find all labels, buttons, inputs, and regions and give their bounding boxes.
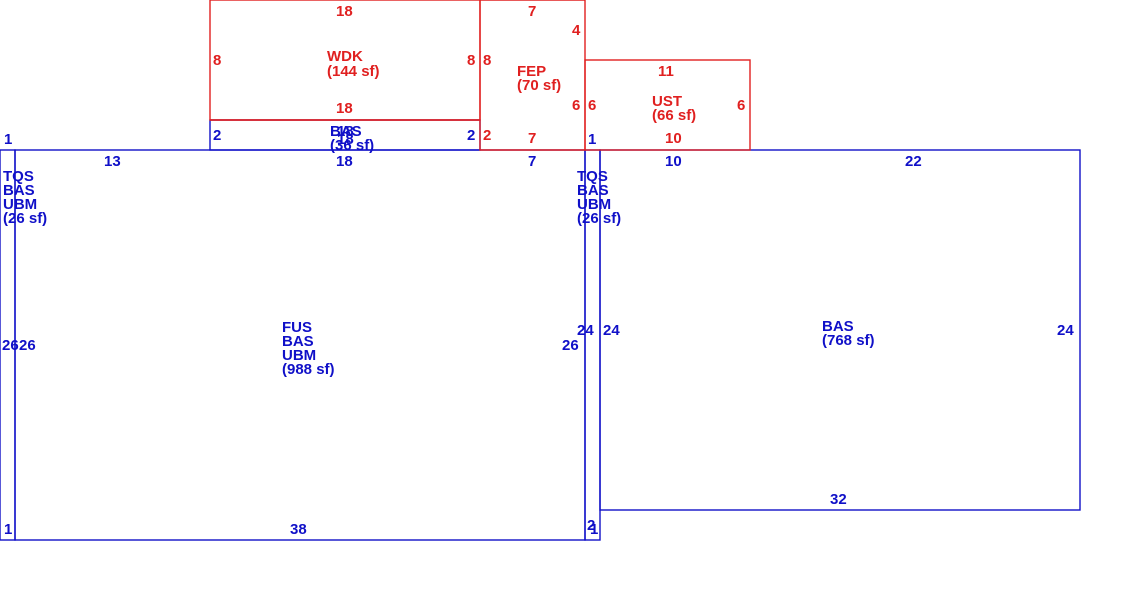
middle-strip-area: (26 sf)	[577, 210, 621, 227]
ust-code: UST	[652, 93, 682, 110]
middle-strip-code-1: TQS	[577, 168, 608, 185]
wdk-dim-bottom: 18	[336, 100, 353, 117]
fep-dim-left: 8	[483, 52, 491, 69]
wdk-code: WDK	[327, 48, 363, 65]
small-bas-dim-top: 18	[337, 123, 354, 140]
middle-strip-dim-bottom: 2	[587, 517, 595, 534]
fep-dim-right-top: 4	[572, 22, 581, 39]
right-dim-bottom: 32	[830, 491, 847, 508]
right-area-outline	[599, 149, 1081, 511]
left-strip-dim-left: 26	[2, 337, 19, 354]
fep-area: (70 sf)	[517, 77, 561, 94]
right-dim-right: 24	[1057, 322, 1074, 339]
ust-area: (66 sf)	[652, 107, 696, 124]
ust-dim-bottom-b: 10	[665, 153, 682, 170]
ust-dim-left: 6	[588, 97, 596, 114]
main-code-1: FUS	[282, 319, 312, 336]
wdk-dim-top: 18	[336, 3, 353, 20]
fep-dim-top: 7	[528, 3, 536, 20]
small-bas-dim-left: 2	[213, 127, 221, 144]
ust-dim-top: 11	[658, 63, 674, 80]
middle-strip-code-2: BAS	[577, 182, 609, 199]
main-code-2: BAS	[282, 333, 314, 350]
small-bas-area: (36 sf)	[330, 137, 374, 154]
ust-outline	[584, 59, 751, 151]
left-strip-dim-right: 26	[19, 337, 36, 354]
main-area: (988 sf)	[282, 361, 335, 378]
left-strip-code-2: BAS	[3, 182, 35, 199]
left-strip-code-3: UBM	[3, 196, 37, 213]
ust-dim-bottom: 10	[665, 130, 682, 147]
wdk-area: (144 sf)	[327, 63, 380, 80]
middle-strip-dim-right: 24	[603, 322, 620, 339]
left-strip-code-1: TQS	[3, 168, 34, 185]
left-strip-dim-bottom: 1	[4, 521, 12, 538]
fep-dim-bottom-b: 7	[528, 153, 536, 170]
middle-strip-dim-left: 24	[577, 322, 594, 339]
small-bas-dim-top-b: 18	[337, 131, 354, 148]
main-dim-top: 13	[104, 153, 121, 170]
fep-code: FEP	[517, 63, 546, 80]
main-code-3: UBM	[282, 347, 316, 364]
small-bas-code: BAS	[330, 123, 362, 140]
main-dim-right: 26	[562, 337, 579, 354]
left-strip-area: (26 sf)	[3, 210, 47, 227]
main-dim-bottom: 38	[290, 521, 307, 538]
wdk-dim-left: 8	[213, 52, 221, 69]
middle-strip-dim-bottom-b: 1	[590, 521, 598, 538]
wdk-dim-right: 8	[467, 52, 475, 69]
right-code: BAS	[822, 318, 854, 335]
ust-dim-right: 6	[737, 97, 745, 114]
fep-dim-bottom: 7	[528, 130, 536, 147]
left-strip-dim-top: 1	[4, 131, 12, 148]
small-bas-dim-right: 2	[467, 127, 475, 144]
fep-dim-left-low: 2	[483, 127, 491, 144]
small-bas-dim-bottom: 18	[336, 153, 353, 170]
fep-dim-right: 6	[572, 97, 580, 114]
middle-strip-code-3: UBM	[577, 196, 611, 213]
right-area: (768 sf)	[822, 332, 875, 349]
middle-strip-dim-top: 1	[588, 131, 596, 148]
right-dim-top: 22	[905, 153, 922, 170]
